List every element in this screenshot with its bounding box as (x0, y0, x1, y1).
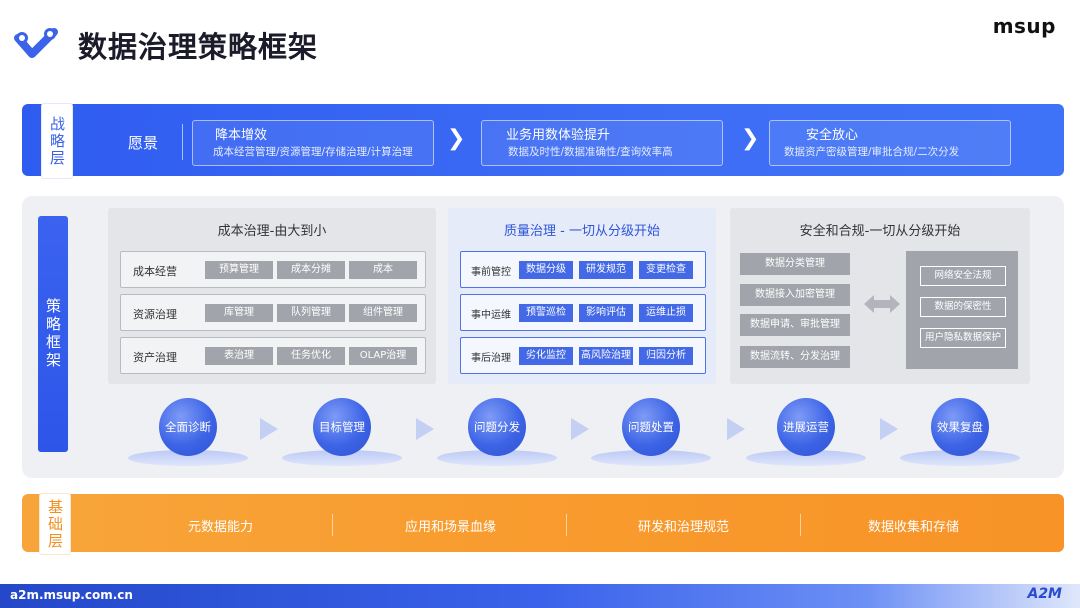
quality-chip: 变更检查 (639, 261, 693, 279)
row-label: 事后治理 (471, 353, 511, 364)
base-divider (332, 514, 333, 536)
panel-title: 质量治理 - 一切从分级开始 (504, 224, 660, 239)
security-item: 数据接入加密管理 (740, 284, 850, 306)
cost-chip: 组件管理 (349, 304, 417, 322)
security-item: 数据分类管理 (740, 253, 850, 275)
goal-card-cost: 降本增效 成本经营管理/资源管理/存储治理/计算治理 (192, 120, 434, 166)
base-divider (800, 514, 801, 536)
quality-row: 事后治理 劣化监控 高风险治理 归因分析 (460, 337, 706, 374)
flow-arrow-icon (260, 418, 278, 440)
process-step: 全面诊断 (128, 398, 248, 470)
quality-chip: 预警巡检 (519, 304, 573, 322)
cost-chip: 任务优化 (277, 347, 345, 365)
cost-chip: 成本 (349, 261, 417, 279)
row-label: 资源治理 (133, 308, 177, 321)
cost-chip: 队列管理 (277, 304, 345, 322)
regulation-item: 网络安全法规 (920, 266, 1006, 286)
quality-chip: 运维止损 (639, 304, 693, 322)
cost-chip: 表治理 (205, 347, 273, 365)
strategy-layer-tag: 战略层 (42, 104, 72, 178)
step-ball: 问题处置 (622, 398, 680, 456)
vision-divider (182, 124, 183, 160)
regulation-item: 用户隐私数据保护 (920, 328, 1006, 348)
footer-url[interactable]: a2m.msup.com.cn (10, 588, 133, 602)
process-step: 进展运营 (746, 398, 866, 470)
row-label: 事前管控 (471, 267, 511, 278)
base-item: 数据收集和存储 (868, 520, 960, 535)
chevron-right-icon: ❯ (447, 126, 466, 151)
cost-chip: 库管理 (205, 304, 273, 322)
step-ball: 问题分发 (468, 398, 526, 456)
row-label: 事中运维 (471, 310, 511, 321)
quality-chip: 高风险治理 (579, 347, 633, 365)
flow-arrow-icon (727, 418, 745, 440)
quality-chip: 归因分析 (639, 347, 693, 365)
goal-title: 降本增效 (215, 128, 268, 143)
step-pedestal (437, 450, 557, 466)
step-ball: 进展运营 (777, 398, 835, 456)
goal-card-experience: 业务用数体验提升 数据及时性/数据准确性/查询效率高 (481, 120, 723, 166)
process-step: 问题分发 (437, 398, 557, 470)
panel-title: 成本治理-由大到小 (217, 224, 327, 239)
quality-chip: 影响评估 (579, 304, 633, 322)
process-step: 目标管理 (282, 398, 402, 470)
step-pedestal (591, 450, 711, 466)
flow-arrow-icon (571, 418, 589, 440)
step-ball: 效果复盘 (931, 398, 989, 456)
quality-governance-panel: 质量治理 - 一切从分级开始 事前管控 数据分级 研发规范 变更检查 事中运维 … (448, 208, 716, 384)
quality-row: 事中运维 预警巡检 影响评估 运维止损 (460, 294, 706, 331)
cost-chip: 成本分摊 (277, 261, 345, 279)
security-compliance-panel: 安全和合规-一切从分级开始 数据分类管理 数据接入加密管理 数据申请、审批管理 … (730, 208, 1030, 384)
row-label: 资产治理 (133, 351, 177, 364)
step-ball: 目标管理 (313, 398, 371, 456)
framework-layer-tag: 策略框架 (38, 216, 68, 452)
brand-logo: msup (992, 14, 1056, 38)
footer-bar (0, 584, 1080, 608)
step-pedestal (128, 450, 248, 466)
flow-arrow-icon (416, 418, 434, 440)
base-item: 研发和治理规范 (638, 520, 730, 535)
vision-label: 愿景 (128, 134, 159, 152)
cost-governance-panel: 成本治理-由大到小 成本经营 预算管理 成本分摊 成本 资源治理 库管理 队列管… (108, 208, 436, 384)
cost-chip: 预算管理 (205, 261, 273, 279)
security-item: 数据申请、审批管理 (740, 314, 850, 336)
goal-card-security: 安全放心 数据资产密级管理/审批合规/二次分发 (769, 120, 1011, 166)
step-pedestal (900, 450, 1020, 466)
double-arrow-icon (864, 295, 900, 313)
process-step: 问题处置 (591, 398, 711, 470)
cost-chip: OLAP治理 (349, 347, 417, 365)
regulation-item: 数据的保密性 (920, 297, 1006, 317)
quality-chip: 研发规范 (579, 261, 633, 279)
footer-logo: A2M (1027, 586, 1062, 602)
goal-title: 安全放心 (806, 128, 859, 143)
goal-desc: 数据及时性/数据准确性/查询效率高 (508, 146, 673, 158)
cost-row: 资产治理 表治理 任务优化 OLAP治理 (120, 337, 426, 374)
flow-arrow-icon (880, 418, 898, 440)
process-step: 效果复盘 (900, 398, 1020, 470)
goal-desc: 数据资产密级管理/审批合规/二次分发 (784, 146, 960, 158)
chevron-right-icon: ❯ (741, 126, 760, 151)
base-divider (566, 514, 567, 536)
regulation-box: 网络安全法规 数据的保密性 用户隐私数据保护 (906, 251, 1018, 369)
row-label: 成本经营 (133, 265, 177, 278)
base-item: 应用和场景血缘 (405, 520, 497, 535)
step-pedestal (746, 450, 866, 466)
goal-desc: 成本经营管理/资源管理/存储治理/计算治理 (213, 146, 413, 158)
base-item: 元数据能力 (188, 520, 254, 535)
goal-title: 业务用数体验提升 (506, 128, 611, 143)
base-layer-tag: 基础层 (40, 494, 70, 554)
step-ball: 全面诊断 (159, 398, 217, 456)
quality-chip: 劣化监控 (519, 347, 573, 365)
quality-chip: 数据分级 (519, 261, 573, 279)
base-band (22, 494, 1064, 552)
check-logo-icon (14, 28, 58, 58)
cost-row: 资源治理 库管理 队列管理 组件管理 (120, 294, 426, 331)
panel-title: 安全和合规-一切从分级开始 (799, 224, 961, 239)
security-item: 数据流转、分发治理 (740, 346, 850, 368)
strategy-band (22, 104, 1064, 176)
page-title: 数据治理策略框架 (78, 30, 319, 64)
cost-row: 成本经营 预算管理 成本分摊 成本 (120, 251, 426, 288)
step-pedestal (282, 450, 402, 466)
quality-row: 事前管控 数据分级 研发规范 变更检查 (460, 251, 706, 288)
